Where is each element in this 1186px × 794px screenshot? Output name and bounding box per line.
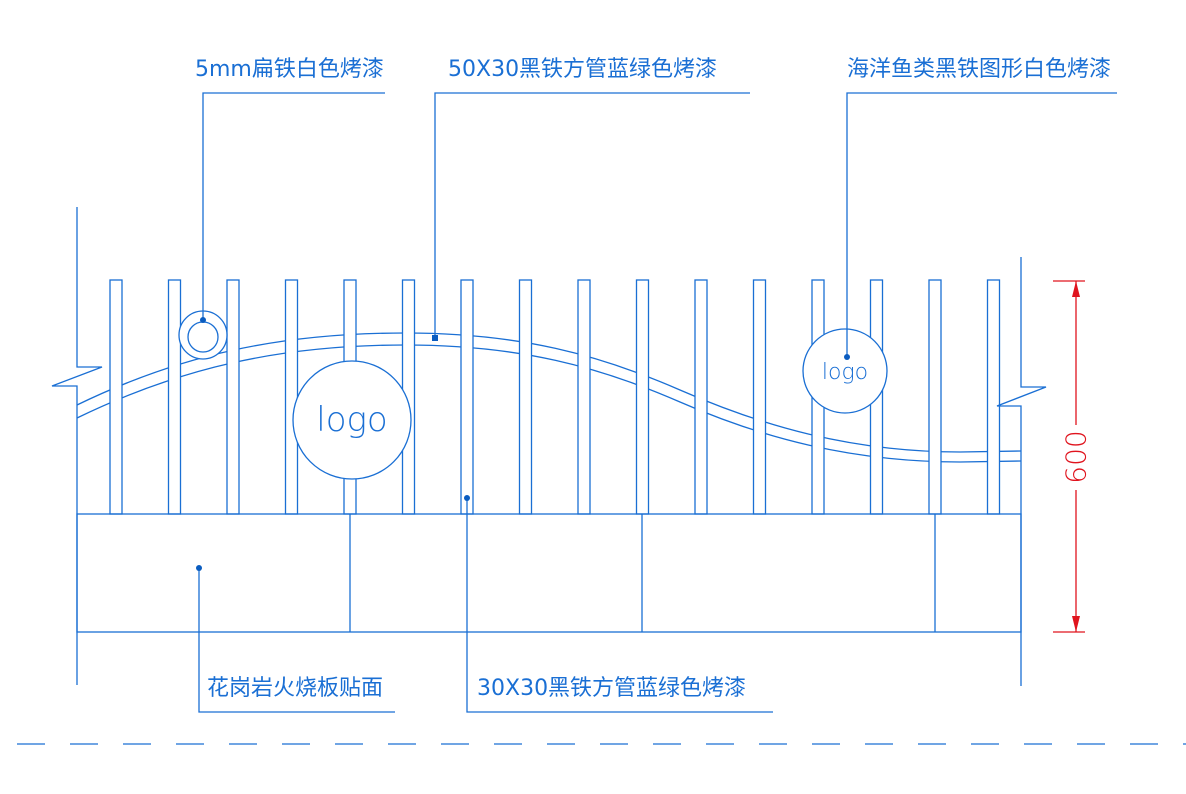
label-square-tube-30x30: 30X30黑铁方管蓝绿色烤漆 <box>477 676 746 701</box>
leader-square-tube-30x30: 30X30黑铁方管蓝绿色烤漆 <box>464 495 773 713</box>
fence-bar <box>167 279 182 515</box>
fence-bar <box>284 279 299 515</box>
fence-bar <box>694 279 708 515</box>
fence-bar <box>518 279 533 515</box>
label-flat-iron: 5mm扁铁白色烤漆 <box>195 57 384 82</box>
label-granite-base: 花岗岩火烧板贴面 <box>207 676 383 701</box>
fence-bar <box>635 279 650 515</box>
left-break-line <box>51 207 103 685</box>
label-square-tube-50x30: 50X30黑铁方管蓝绿色烤漆 <box>448 57 717 82</box>
right-break-line <box>996 257 1047 686</box>
fence-bar <box>109 279 123 515</box>
fence-bar <box>577 279 591 515</box>
fence-bar <box>752 279 767 515</box>
logo-badge-large: logo <box>292 360 412 480</box>
fence-bar <box>460 279 474 515</box>
logo-text: logo <box>822 360 868 385</box>
fence-bar <box>986 279 1001 515</box>
logo-text: logo <box>316 400 387 440</box>
fence-bar <box>226 279 240 515</box>
leader-square-tube-50x30: 50X30黑铁方管蓝绿色烤漆 <box>432 57 750 341</box>
label-fish-pattern: 海洋鱼类黑铁图形白色烤漆 <box>847 57 1111 82</box>
logo-badge-small: logo <box>802 328 888 414</box>
height-dimension: 600 <box>1053 280 1093 633</box>
leader-granite-base: 花岗岩火烧板贴面 <box>196 565 395 713</box>
granite-base <box>76 513 1022 633</box>
fence-bar <box>928 279 942 515</box>
dimension-value: 600 <box>1060 430 1093 483</box>
leader-fish-pattern: 海洋鱼类黑铁图形白色烤漆 <box>844 57 1117 360</box>
leader-flat-iron: 5mm扁铁白色烤漆 <box>195 57 385 323</box>
